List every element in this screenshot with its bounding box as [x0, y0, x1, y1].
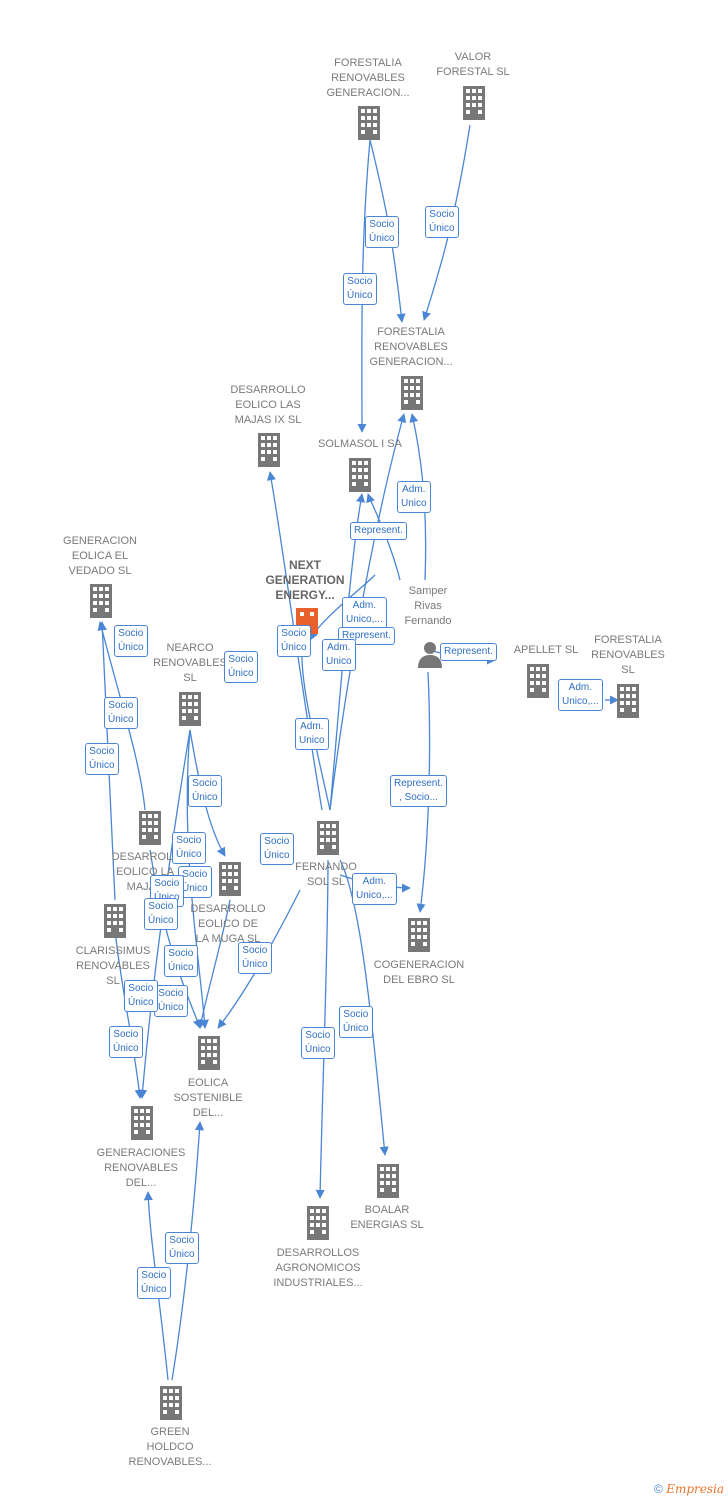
building-icon[interactable]	[526, 664, 550, 698]
node-label[interactable]: CLARISSIMUS RENOVABLES SL	[75, 945, 151, 987]
building-icon[interactable]	[218, 862, 242, 896]
edge-label[interactable]: Socio Único	[164, 945, 198, 977]
edge-label[interactable]: Adm. Unico	[295, 718, 329, 750]
node-label[interactable]: BOALAR ENERGIAS SL	[350, 1204, 424, 1231]
node-label[interactable]: APELLET SL	[513, 644, 579, 656]
edge-label[interactable]: Adm. Unico,...	[342, 597, 387, 629]
edge-label[interactable]: Socio Único	[85, 743, 119, 775]
node-label[interactable]: DESARROLLOS AGRONOMICOS INDUSTRIALES...	[273, 1247, 363, 1289]
building-icon[interactable]	[376, 1164, 400, 1198]
edge-label[interactable]: Socio Único	[144, 898, 178, 930]
focus-node-label[interactable]: NEXT GENERATION ENERGY...	[265, 558, 345, 602]
edge-label[interactable]: Adm. Unico,...	[558, 679, 603, 711]
node-label[interactable]: GREEN HOLDCO RENOVABLES...	[128, 1426, 212, 1468]
node-label[interactable]: GENERACIONES RENOVABLES DEL...	[96, 1147, 186, 1189]
edge-label[interactable]: Socio Único	[238, 942, 272, 974]
building-icon[interactable]	[357, 106, 381, 140]
person-icon[interactable]	[416, 640, 444, 668]
building-icon[interactable]	[138, 811, 162, 845]
edge-label[interactable]: Socio Único	[339, 1006, 373, 1038]
edge-label[interactable]: Represent.	[350, 522, 407, 540]
node-label[interactable]: EOLICA SOSTENIBLE DEL...	[173, 1077, 243, 1119]
edge-label[interactable]: Represent.	[440, 643, 497, 661]
edge-label[interactable]: Socio Único	[301, 1027, 335, 1059]
building-icon[interactable]	[400, 376, 424, 410]
building-icon[interactable]	[316, 821, 340, 855]
copyright-icon: ©	[654, 1482, 663, 1496]
edge-label[interactable]: Adm. Unico	[322, 639, 356, 671]
node-label[interactable]: DESARROLLO EOLICO LAS MAJAS IX SL	[230, 384, 306, 426]
edge-label[interactable]: Socio Único	[260, 833, 294, 865]
brand-logo: Empresia	[666, 1482, 724, 1496]
building-icon[interactable]	[159, 1386, 183, 1420]
building-icon[interactable]	[407, 918, 431, 952]
edge-label[interactable]: Socio Único	[425, 206, 459, 238]
edge-label[interactable]: Socio Único	[178, 866, 212, 898]
node-label[interactable]: FERNANDO SOL SL	[295, 861, 357, 888]
building-icon[interactable]	[178, 692, 202, 726]
edge-label[interactable]: Adm. Unico,...	[352, 873, 397, 905]
building-icon[interactable]	[197, 1036, 221, 1070]
edge-label[interactable]: Socio Único	[224, 651, 258, 683]
node-label[interactable]: NEARCO RENOVABLES SL	[153, 642, 227, 684]
node-label[interactable]: FORESTALIA RENOVABLES GENERACION...	[326, 57, 410, 99]
node-label[interactable]: SOLMASOL I SA	[318, 438, 402, 450]
node-label[interactable]: DESARROLLO EOLICO DE LA MUGA SL	[190, 903, 266, 945]
building-icon[interactable]	[462, 86, 486, 120]
node-label[interactable]: Samper Rivas Fernando	[404, 585, 452, 627]
edge-label[interactable]: Socio Único	[104, 697, 138, 729]
edge-label[interactable]: Socio Único	[365, 216, 399, 248]
edge-label[interactable]: Socio Único	[154, 985, 188, 1017]
edge-label[interactable]: Socio Único	[124, 980, 158, 1012]
edge-label[interactable]: Adm. Unico	[397, 481, 431, 513]
edge-label[interactable]: Socio Único	[165, 1232, 199, 1264]
edges	[97, 124, 619, 1381]
node-label[interactable]: FORESTALIA RENOVABLES SL	[591, 634, 665, 676]
node-label[interactable]: GENERACION EOLICA EL VEDADO SL	[63, 535, 137, 577]
edge-label[interactable]: Socio Único	[137, 1267, 171, 1299]
edge-label[interactable]: Socio Único	[172, 832, 206, 864]
node-label[interactable]: VALOR FORESTAL SL	[436, 51, 510, 78]
building-icon[interactable]	[257, 433, 281, 467]
building-icon[interactable]	[89, 584, 113, 618]
building-icon[interactable]	[348, 458, 372, 492]
footer-brand: © Empresia	[654, 1482, 724, 1496]
edge-label[interactable]: Socio Único	[343, 273, 377, 305]
building-icon[interactable]	[616, 684, 640, 718]
edge-label[interactable]: Represent. , Socio...	[390, 775, 447, 807]
edge-label[interactable]: Socio Único	[188, 775, 222, 807]
edge-label[interactable]: Socio Único	[114, 625, 148, 657]
node-label[interactable]: COGENERACION DEL EBRO SL	[373, 959, 465, 986]
edge-label[interactable]: Socio Único	[109, 1026, 143, 1058]
node-label[interactable]: FORESTALIA RENOVABLES GENERACION...	[369, 326, 453, 368]
building-icon[interactable]	[103, 904, 127, 938]
edge-label[interactable]: Socio Único	[277, 625, 311, 657]
